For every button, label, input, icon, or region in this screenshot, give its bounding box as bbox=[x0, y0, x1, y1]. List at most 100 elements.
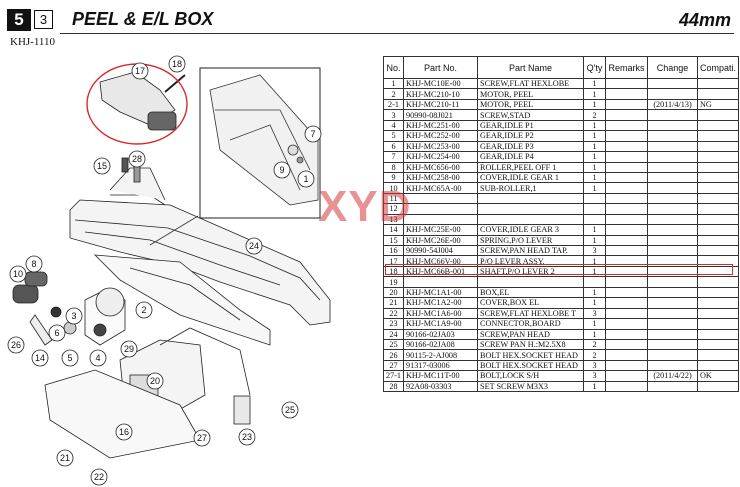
table-cell: 28 bbox=[382, 380, 405, 393]
svg-text:25: 25 bbox=[285, 405, 295, 415]
table-cell bbox=[647, 88, 699, 100]
table-cell bbox=[697, 119, 740, 132]
table-cell bbox=[647, 192, 699, 205]
table-cell bbox=[697, 328, 740, 340]
table-cell bbox=[647, 255, 699, 267]
table-cell bbox=[605, 119, 649, 132]
table-cell: KHJ-MC26E-00 bbox=[403, 234, 479, 247]
table-cell: 1 bbox=[583, 318, 607, 330]
svg-text:21: 21 bbox=[60, 453, 70, 463]
table-cell bbox=[697, 255, 740, 267]
table-cell: SCREW,STAD bbox=[477, 109, 585, 121]
table-cell bbox=[647, 276, 699, 288]
table-cell: KHJ-MC258-00 bbox=[403, 171, 479, 184]
table-cell: 1 bbox=[583, 182, 607, 194]
table-cell: 90166-02JA08 bbox=[403, 338, 479, 351]
table-cell: 1 bbox=[583, 255, 607, 267]
table-cell bbox=[403, 192, 479, 205]
table-cell bbox=[647, 297, 699, 309]
table-cell bbox=[583, 192, 607, 205]
table-cell bbox=[647, 140, 699, 153]
table-cell: BOLT HEX.SOCKET HEAD bbox=[477, 349, 585, 361]
table-cell: 2-1 bbox=[382, 98, 405, 111]
table-cell: 15 bbox=[382, 234, 405, 247]
svg-text:23: 23 bbox=[242, 432, 252, 442]
callout-25: 25 bbox=[281, 401, 299, 419]
table-cell: (2011/4/22) bbox=[647, 370, 699, 382]
table-cell: 21 bbox=[382, 297, 405, 309]
col-header: Part No. bbox=[403, 56, 479, 79]
table-cell: KHJ-MC25E-00 bbox=[403, 224, 479, 236]
callout-2: 2 bbox=[135, 301, 153, 319]
table-cell: 1 bbox=[583, 88, 607, 100]
section-number: 5 bbox=[7, 9, 31, 31]
table-cell: NG bbox=[697, 98, 740, 111]
table-cell: 27-1 bbox=[382, 370, 405, 382]
table-cell bbox=[477, 203, 585, 215]
table-cell: ROLLER,PEEL OFF 1 bbox=[477, 161, 585, 173]
svg-text:20: 20 bbox=[150, 376, 160, 386]
table-cell: KHJ-MC1A9-00 bbox=[403, 318, 479, 330]
table-cell: 2 bbox=[583, 109, 607, 121]
callout-24: 24 bbox=[245, 237, 263, 255]
table-cell: BOLT,LOCK S/H bbox=[477, 370, 585, 382]
svg-text:22: 22 bbox=[94, 472, 104, 482]
callout-27: 27 bbox=[193, 429, 211, 447]
table-cell bbox=[605, 171, 649, 184]
table-cell bbox=[605, 380, 649, 393]
callout-3: 3 bbox=[65, 307, 83, 325]
svg-text:27: 27 bbox=[197, 433, 207, 443]
table-cell: 23 bbox=[382, 318, 405, 330]
table-cell: 1 bbox=[583, 98, 607, 111]
table-cell: (2011/4/13) bbox=[647, 98, 699, 111]
table-cell bbox=[647, 318, 699, 330]
table-cell bbox=[647, 307, 699, 320]
table-cell: 9 bbox=[382, 171, 405, 184]
table-cell bbox=[647, 244, 699, 257]
svg-text:3: 3 bbox=[71, 311, 76, 321]
svg-text:18: 18 bbox=[172, 59, 182, 69]
table-cell: 90115-2-AJ008 bbox=[403, 349, 479, 361]
table-cell: 90990-08J021 bbox=[403, 109, 479, 121]
table-cell: 26 bbox=[382, 349, 405, 361]
table-cell bbox=[605, 140, 649, 153]
exploded-diagram: 17 18 15 28 7 9 1 24 10 8 3 6 5 4 2 26 1… bbox=[7, 55, 331, 486]
table-cell bbox=[647, 77, 699, 90]
table-cell: SUB-ROLLER,1 bbox=[477, 182, 585, 194]
table-cell bbox=[605, 307, 649, 320]
table-cell: 1 bbox=[583, 380, 607, 393]
callout-17: 17 bbox=[131, 62, 149, 80]
table-cell: 2 bbox=[583, 349, 607, 361]
table-cell bbox=[403, 213, 479, 226]
table-cell bbox=[605, 161, 649, 173]
table-cell bbox=[477, 192, 585, 205]
table-cell bbox=[647, 224, 699, 236]
table-cell: 12 bbox=[382, 203, 405, 215]
callout-23: 23 bbox=[238, 428, 256, 446]
table-cell bbox=[605, 297, 649, 309]
table-cell: 5 bbox=[382, 130, 405, 142]
svg-text:5: 5 bbox=[67, 353, 72, 363]
callout-15: 15 bbox=[93, 157, 111, 175]
table-cell bbox=[605, 370, 649, 382]
table-cell: 1 bbox=[583, 171, 607, 184]
table-cell: 92A08-03303 bbox=[403, 380, 479, 393]
table-cell bbox=[697, 88, 740, 100]
svg-text:26: 26 bbox=[11, 340, 21, 350]
svg-text:29: 29 bbox=[124, 344, 134, 354]
col-header: Remarks bbox=[605, 56, 649, 79]
table-cell bbox=[605, 349, 649, 361]
svg-text:6: 6 bbox=[54, 328, 59, 338]
table-cell bbox=[583, 203, 607, 215]
table-cell bbox=[647, 151, 699, 163]
table-cell: GEAR,IDLE P4 bbox=[477, 151, 585, 163]
table-cell: 11 bbox=[382, 192, 405, 205]
callout-1: 1 bbox=[297, 170, 315, 188]
